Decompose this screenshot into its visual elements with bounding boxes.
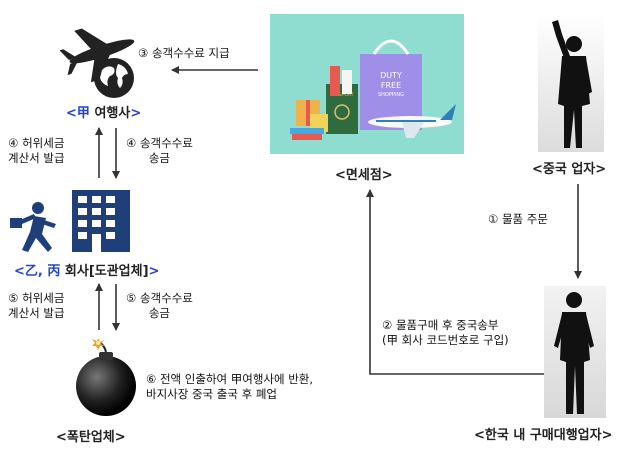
step6-label: ⑥ 전액 인출하여 甲여행사에 반환, 바지사장 중국 출국 후 폐업	[146, 372, 314, 401]
bag-text-1: DUTY	[380, 71, 402, 80]
duty-free-illustration: DUTY FREE SHOPPING PASSPORT	[270, 14, 464, 154]
passport-text: PASSPORT	[330, 92, 353, 98]
businessman-waving-icon	[552, 20, 592, 148]
bag-text-3: SHOPPING	[378, 92, 404, 98]
businessman-standing-icon	[554, 292, 594, 414]
step1-label: ① 물품 주문	[488, 212, 548, 226]
shopping-scene-icon: DUTY FREE SHOPPING PASSPORT	[290, 39, 456, 140]
company-label: <乙, 丙 회사[도관업체]>	[14, 264, 160, 279]
purchasing-agent-label: <한국 내 구매대행업자>	[474, 428, 613, 443]
running-man-icon	[10, 202, 56, 252]
duty-free-label: <면세점>	[335, 168, 393, 183]
step4-right-label: ④ 송객수수료 송금	[126, 136, 193, 165]
china-vendor-photo	[538, 14, 604, 152]
office-building-icon	[72, 190, 130, 252]
step5-left-label: ⑤ 허위세금 계산서 발급	[8, 291, 65, 320]
bag-text-2: FREE	[381, 81, 401, 90]
bomb-company-label: <폭탄업체>	[56, 430, 126, 445]
bomb-icon	[76, 338, 136, 416]
arrow-step2	[366, 189, 545, 375]
globe-icon	[94, 58, 134, 98]
step2-label: ② 물품구매 후 중국송부 (甲 회사 코드번호로 구입)	[382, 318, 509, 347]
step3-label: ③ 송객수수료 지급	[138, 46, 230, 60]
china-vendor-label: <중국 업자>	[532, 162, 607, 177]
travel-agency-label: <甲 여행사>	[66, 106, 142, 121]
step5-right-label: ⑤ 송객수수료 송금	[126, 291, 193, 320]
purchasing-agent-photo	[544, 286, 606, 418]
step4-left-label: ④ 허위세금 계산서 발급	[8, 136, 65, 165]
